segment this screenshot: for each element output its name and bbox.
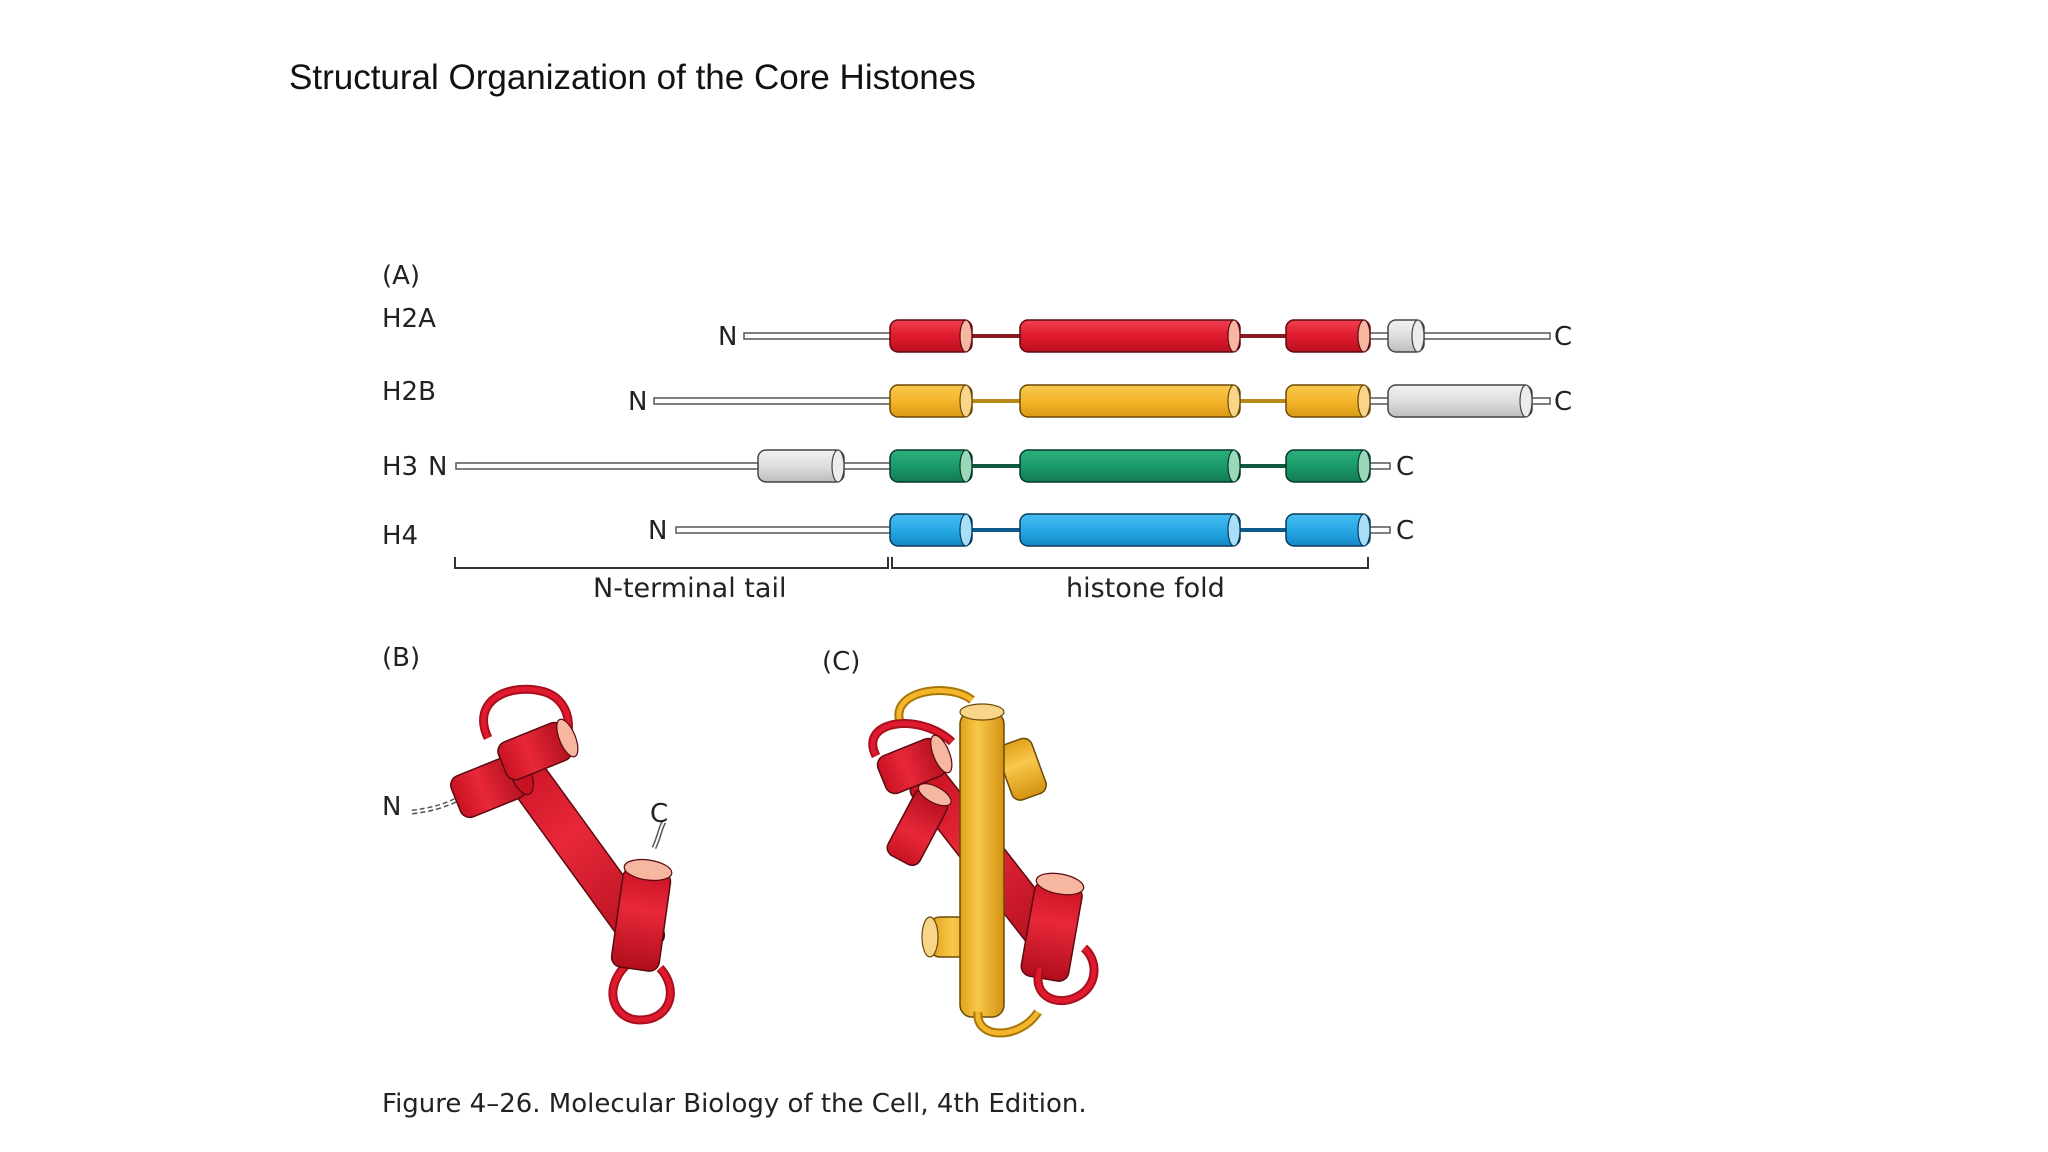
loop-h2a-1 bbox=[970, 334, 1022, 338]
bracket-n-terminal-tail bbox=[454, 557, 889, 569]
tail-h4 bbox=[675, 526, 893, 534]
helix-cap bbox=[917, 783, 952, 807]
helix-cap bbox=[1357, 449, 1371, 483]
loop-h2b-2 bbox=[1238, 399, 1288, 403]
panel-b-fold bbox=[411, 684, 675, 1025]
panel-b-c-label: C bbox=[650, 799, 668, 829]
loop-top-c-yellow-inner bbox=[896, 688, 974, 723]
helix-cap bbox=[1357, 513, 1371, 547]
row-label-h2a: H2A bbox=[382, 304, 436, 334]
tail-h3 bbox=[455, 462, 763, 470]
row-label-h3: H3 bbox=[382, 452, 418, 482]
helix-c-yellow-short-1 bbox=[996, 737, 1047, 801]
c-terminus-h3: C bbox=[1396, 452, 1414, 482]
helix-cap bbox=[930, 734, 953, 774]
helix-cap bbox=[1227, 449, 1241, 483]
loop-bottom-b-inner bbox=[610, 958, 673, 1023]
link-h3-0 bbox=[839, 462, 893, 470]
helix-h4-2 bbox=[1019, 513, 1241, 547]
link-h2a-3 bbox=[1367, 332, 1391, 340]
c-tail-h3 bbox=[1367, 462, 1391, 470]
bracket-tail-line bbox=[454, 557, 889, 569]
c-terminus-h2a: C bbox=[1554, 322, 1572, 352]
helix-h3-2 bbox=[1019, 449, 1241, 483]
helix-cap bbox=[1227, 513, 1241, 547]
row-h2a: H2A N C bbox=[382, 304, 1572, 353]
loop-h3-1 bbox=[970, 464, 1022, 468]
label-n-terminal-tail: N-terminal tail bbox=[593, 573, 786, 604]
helix-cap bbox=[1519, 384, 1533, 418]
row-label-h4: H4 bbox=[382, 521, 418, 551]
helix-cap bbox=[1227, 319, 1241, 353]
helix-cap bbox=[959, 319, 973, 353]
loop-bottom-c-yellow-inner bbox=[975, 1010, 1041, 1036]
helix-cap bbox=[1227, 384, 1241, 418]
helix-c-red-short-1 bbox=[876, 734, 953, 795]
figure-caption: Figure 4–26. Molecular Biology of the Ce… bbox=[382, 1089, 1087, 1119]
c-tail-h4 bbox=[1367, 526, 1391, 534]
helix-cap bbox=[1035, 872, 1085, 896]
tail-h2b bbox=[653, 397, 893, 405]
link-h2b-3 bbox=[1367, 397, 1391, 405]
tail-h2a bbox=[743, 332, 893, 340]
helix-h2a-2 bbox=[1019, 319, 1241, 353]
helix-cap bbox=[1411, 319, 1425, 353]
panel-a-label: (A) bbox=[382, 261, 420, 291]
loop-h4-2 bbox=[1238, 528, 1288, 532]
helix-c-red-short-2 bbox=[886, 783, 952, 867]
helix-body bbox=[959, 711, 1005, 1018]
n-terminus-h4: N bbox=[648, 516, 667, 546]
bracket-histone-fold bbox=[891, 557, 1369, 569]
extra-helix-h3 bbox=[757, 449, 845, 483]
helix-cap bbox=[1357, 384, 1371, 418]
n-terminus-h3: N bbox=[428, 452, 447, 482]
helix-h2b-2 bbox=[1019, 384, 1241, 418]
helix-cap bbox=[623, 858, 673, 882]
helix-cap bbox=[831, 449, 845, 483]
helix-b-short-2 bbox=[610, 858, 673, 972]
helix-b-top bbox=[497, 718, 579, 781]
n-terminus-h2b: N bbox=[628, 387, 647, 417]
loop-bottom-c-red-inner bbox=[1035, 946, 1097, 1004]
helix-cap bbox=[959, 703, 1005, 721]
n-terminus-h2a: N bbox=[718, 322, 737, 352]
label-histone-fold: histone fold bbox=[1066, 573, 1225, 604]
row-label-h2b: H2B bbox=[382, 377, 436, 407]
helix-body bbox=[996, 737, 1047, 801]
panel-b-label: (B) bbox=[382, 643, 420, 673]
panel-b-n-label: N bbox=[382, 792, 401, 822]
helix-c-red-short-3 bbox=[1020, 872, 1085, 982]
helix-cap bbox=[921, 916, 939, 958]
c-tail-b-inner bbox=[653, 821, 665, 849]
c-terminus-h2b: C bbox=[1554, 387, 1572, 417]
helix-cap bbox=[1357, 319, 1371, 353]
panel-c-label: (C) bbox=[822, 647, 860, 677]
helix-cap bbox=[959, 513, 973, 547]
loop-top-c-red-inner bbox=[870, 721, 954, 758]
helix-cap bbox=[959, 449, 973, 483]
panel-c-dimer bbox=[868, 686, 1099, 1038]
c-tail-h2a bbox=[1419, 332, 1551, 340]
extra-helix-h2b bbox=[1387, 384, 1533, 418]
helix-cap bbox=[556, 718, 579, 758]
n-tail-b-inner bbox=[411, 799, 457, 813]
bracket-fold-line bbox=[891, 557, 1369, 569]
row-h4: H4 N C bbox=[382, 513, 1414, 551]
c-terminus-h4: C bbox=[1396, 516, 1414, 546]
row-h3: H3 N C bbox=[382, 449, 1414, 483]
helix-cap bbox=[959, 384, 973, 418]
row-h2b: H2B N C bbox=[382, 377, 1572, 418]
loop-h2b-1 bbox=[970, 399, 1022, 403]
loop-h4-1 bbox=[970, 528, 1022, 532]
loop-h2a-2 bbox=[1238, 334, 1288, 338]
loop-h3-2 bbox=[1238, 464, 1288, 468]
helix-c-yellow-long bbox=[959, 703, 1005, 1018]
slide-title: Structural Organization of the Core Hist… bbox=[289, 58, 976, 97]
